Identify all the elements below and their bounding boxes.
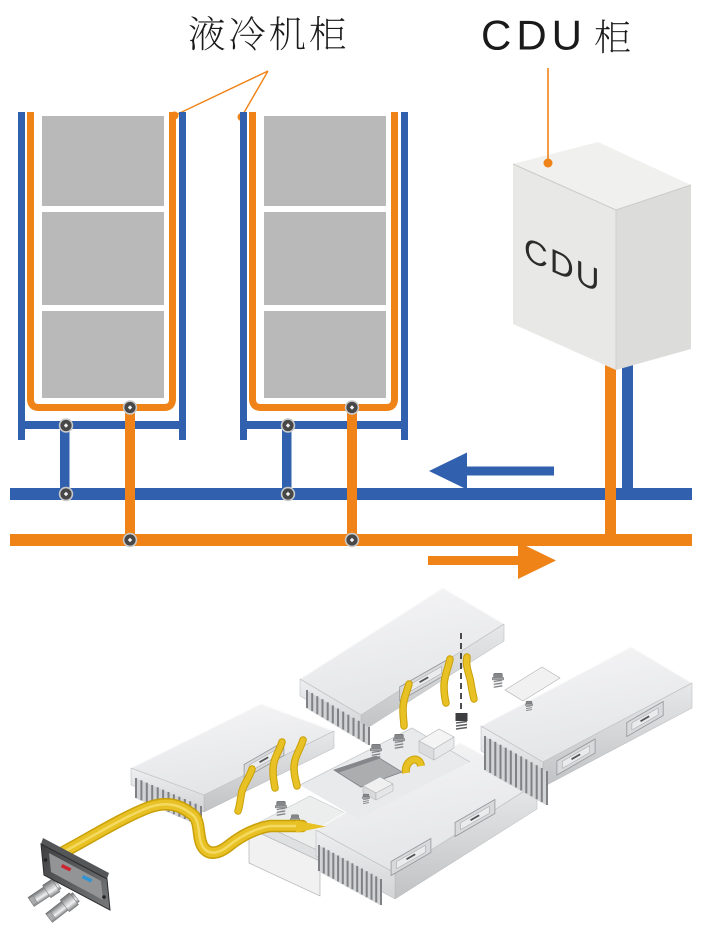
svg-text:CDU: CDU <box>481 12 587 59</box>
